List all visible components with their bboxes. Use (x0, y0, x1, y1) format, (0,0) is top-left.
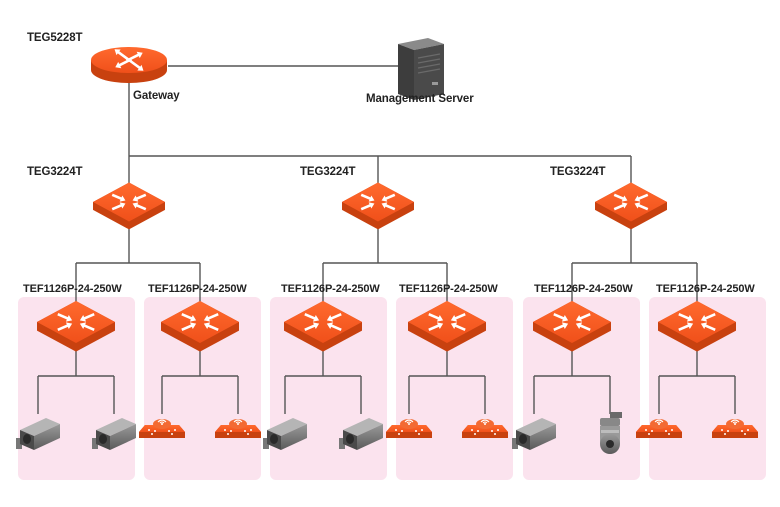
router-icon (91, 47, 167, 83)
switch-icon (408, 300, 486, 352)
access-point-icon (386, 419, 432, 438)
gateway-label: Gateway (133, 90, 180, 102)
camera-icon (263, 418, 307, 450)
switch-icon (284, 300, 362, 352)
camera-icon (339, 418, 383, 450)
aggregation-switch-label: TEG3224T (550, 166, 606, 178)
camera-icon (92, 418, 136, 450)
access-switch-label: TEF1126P-24-250W (534, 283, 633, 295)
switch-icon (161, 300, 239, 352)
access-point-icon (462, 419, 508, 438)
camera-icon (512, 418, 556, 450)
aggregation-switch-label: TEG3224T (300, 166, 356, 178)
switch-icon (658, 300, 736, 352)
access-switch-label: TEF1126P-24-250W (656, 283, 755, 295)
aggregation-switch-label: TEG3224T (27, 166, 83, 178)
access-switch-label: TEF1126P-24-250W (148, 283, 247, 295)
access-switch-label: TEF1126P-24-250W (399, 283, 498, 295)
switch-icon (93, 182, 165, 230)
access-point-icon (712, 419, 758, 438)
management-server-label: Management Server (366, 93, 474, 105)
access-switch-label: TEF1126P-24-250W (281, 283, 380, 295)
access-point-icon (139, 419, 185, 438)
access-switch-label: TEF1126P-24-250W (23, 283, 122, 295)
server-icon (398, 38, 444, 100)
switch-icon (595, 182, 667, 230)
switch-icon (342, 182, 414, 230)
dome-camera-icon (600, 412, 622, 454)
camera-icon (16, 418, 60, 450)
switch-icon (533, 300, 611, 352)
switch-icon (37, 300, 115, 352)
access-point-icon (636, 419, 682, 438)
access-point-icon (215, 419, 261, 438)
core-model-label: TEG5228T (27, 32, 83, 44)
